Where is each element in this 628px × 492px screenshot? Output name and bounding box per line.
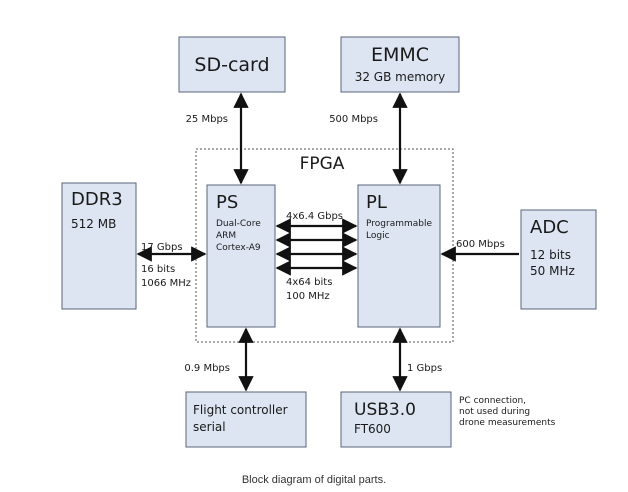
emmc-block: [340, 36, 460, 93]
pl-block: [357, 184, 441, 328]
flight-line2: serial: [193, 420, 226, 434]
label-emmc-pl: 500 Mbps: [329, 114, 378, 125]
pl-title: PL: [366, 192, 387, 213]
ddr3-block: [61, 182, 137, 310]
ps-line3: Cortex-A9: [216, 243, 261, 253]
label-pl-usb: 1 Gbps: [407, 363, 442, 374]
label-ddr3-ps-bits: 16 bits: [141, 264, 175, 275]
ddr3-subtitle: 512 MB: [71, 217, 116, 231]
ps-line1: Dual-Core: [216, 219, 261, 229]
label-ddr3-ps-rate: 17 Gbps: [141, 242, 183, 253]
label-ps-pl-bits: 4x64 bits: [286, 277, 332, 288]
emmc-subtitle: 32 GB memory: [355, 70, 446, 84]
ddr3-title: DDR3: [71, 189, 123, 210]
ps-block: [206, 184, 276, 328]
usb-title: USB3.0: [354, 400, 416, 420]
sdcard-title: SD-card: [194, 54, 269, 76]
usb-block: [340, 391, 452, 448]
flight-line1: Flight controller: [193, 403, 288, 417]
figure-caption: Block diagram of digital parts.: [241, 474, 387, 486]
label-ps-flight: 0.9 Mbps: [184, 363, 230, 374]
sdcard-block: [178, 36, 286, 93]
flight-controller-block: [185, 391, 307, 448]
label-adc-pl: 600 Mbps: [456, 239, 505, 250]
emmc-title: EMMC: [371, 44, 429, 66]
usb-note-line3: drone measurements: [459, 418, 556, 428]
label-ps-pl-freq: 100 MHz: [286, 291, 330, 302]
adc-block: [520, 209, 597, 310]
adc-line1: 12 bits: [530, 248, 571, 262]
adc-line2: 50 MHz: [530, 264, 575, 278]
adc-title: ADC: [530, 217, 569, 238]
label-ps-pl-top: 4x6.4 Gbps: [286, 211, 343, 222]
fpga-region: [195, 148, 454, 343]
fpga-label: FPGA: [300, 154, 345, 174]
ps-line2: ARM: [216, 231, 236, 241]
pl-line2: Logic: [366, 231, 390, 241]
label-ddr3-ps-freq: 1066 MHz: [141, 278, 191, 289]
usb-note-line2: not used during: [459, 407, 530, 417]
pl-line1: Programmable: [366, 219, 432, 229]
usb-note-line1: PC connection,: [459, 396, 526, 406]
usb-subtitle: FT600: [354, 422, 391, 436]
label-sdcard-ps: 25 Mbps: [186, 114, 228, 125]
ps-title: PS: [216, 192, 238, 213]
